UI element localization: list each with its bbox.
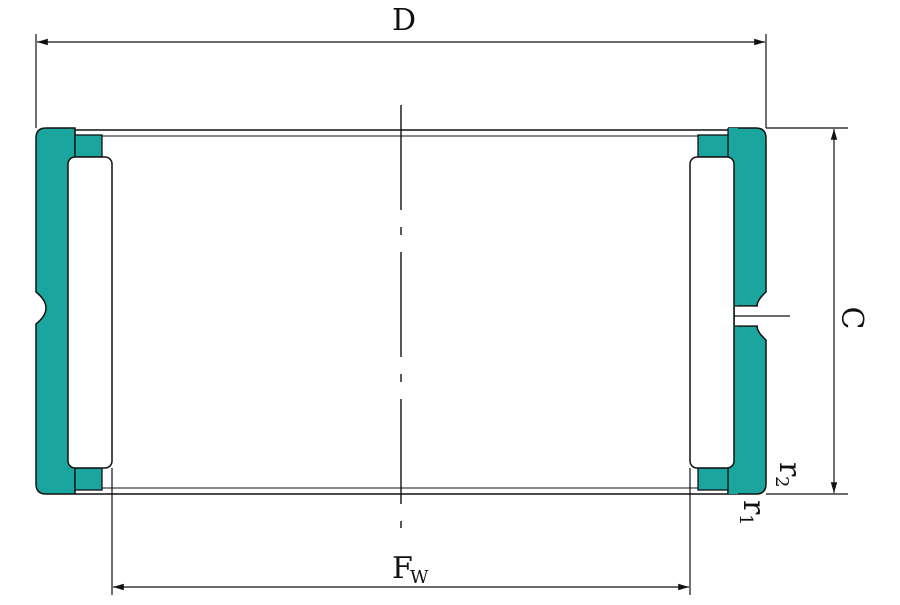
d-label: D	[392, 3, 416, 38]
c-label: C	[834, 307, 869, 330]
right-cage-lug-top	[697, 134, 729, 158]
right-cage-lug-bottom	[697, 467, 729, 491]
left-needle-roller	[67, 156, 113, 469]
fw-label: F	[392, 551, 413, 586]
fw-label-subscript: W	[410, 567, 429, 588]
svg-text:1: 1	[735, 514, 756, 525]
svg-text:2: 2	[771, 476, 792, 487]
r1-label: r 1	[735, 500, 771, 525]
left-cage-lug-bottom	[74, 467, 103, 491]
svg-text:r: r	[736, 500, 771, 515]
left-cage-lug-top	[74, 134, 103, 158]
r2-label: r 2	[771, 462, 807, 487]
left-outer-ring	[35, 127, 76, 495]
right-needle-roller	[689, 156, 735, 469]
svg-text:r: r	[772, 462, 807, 477]
